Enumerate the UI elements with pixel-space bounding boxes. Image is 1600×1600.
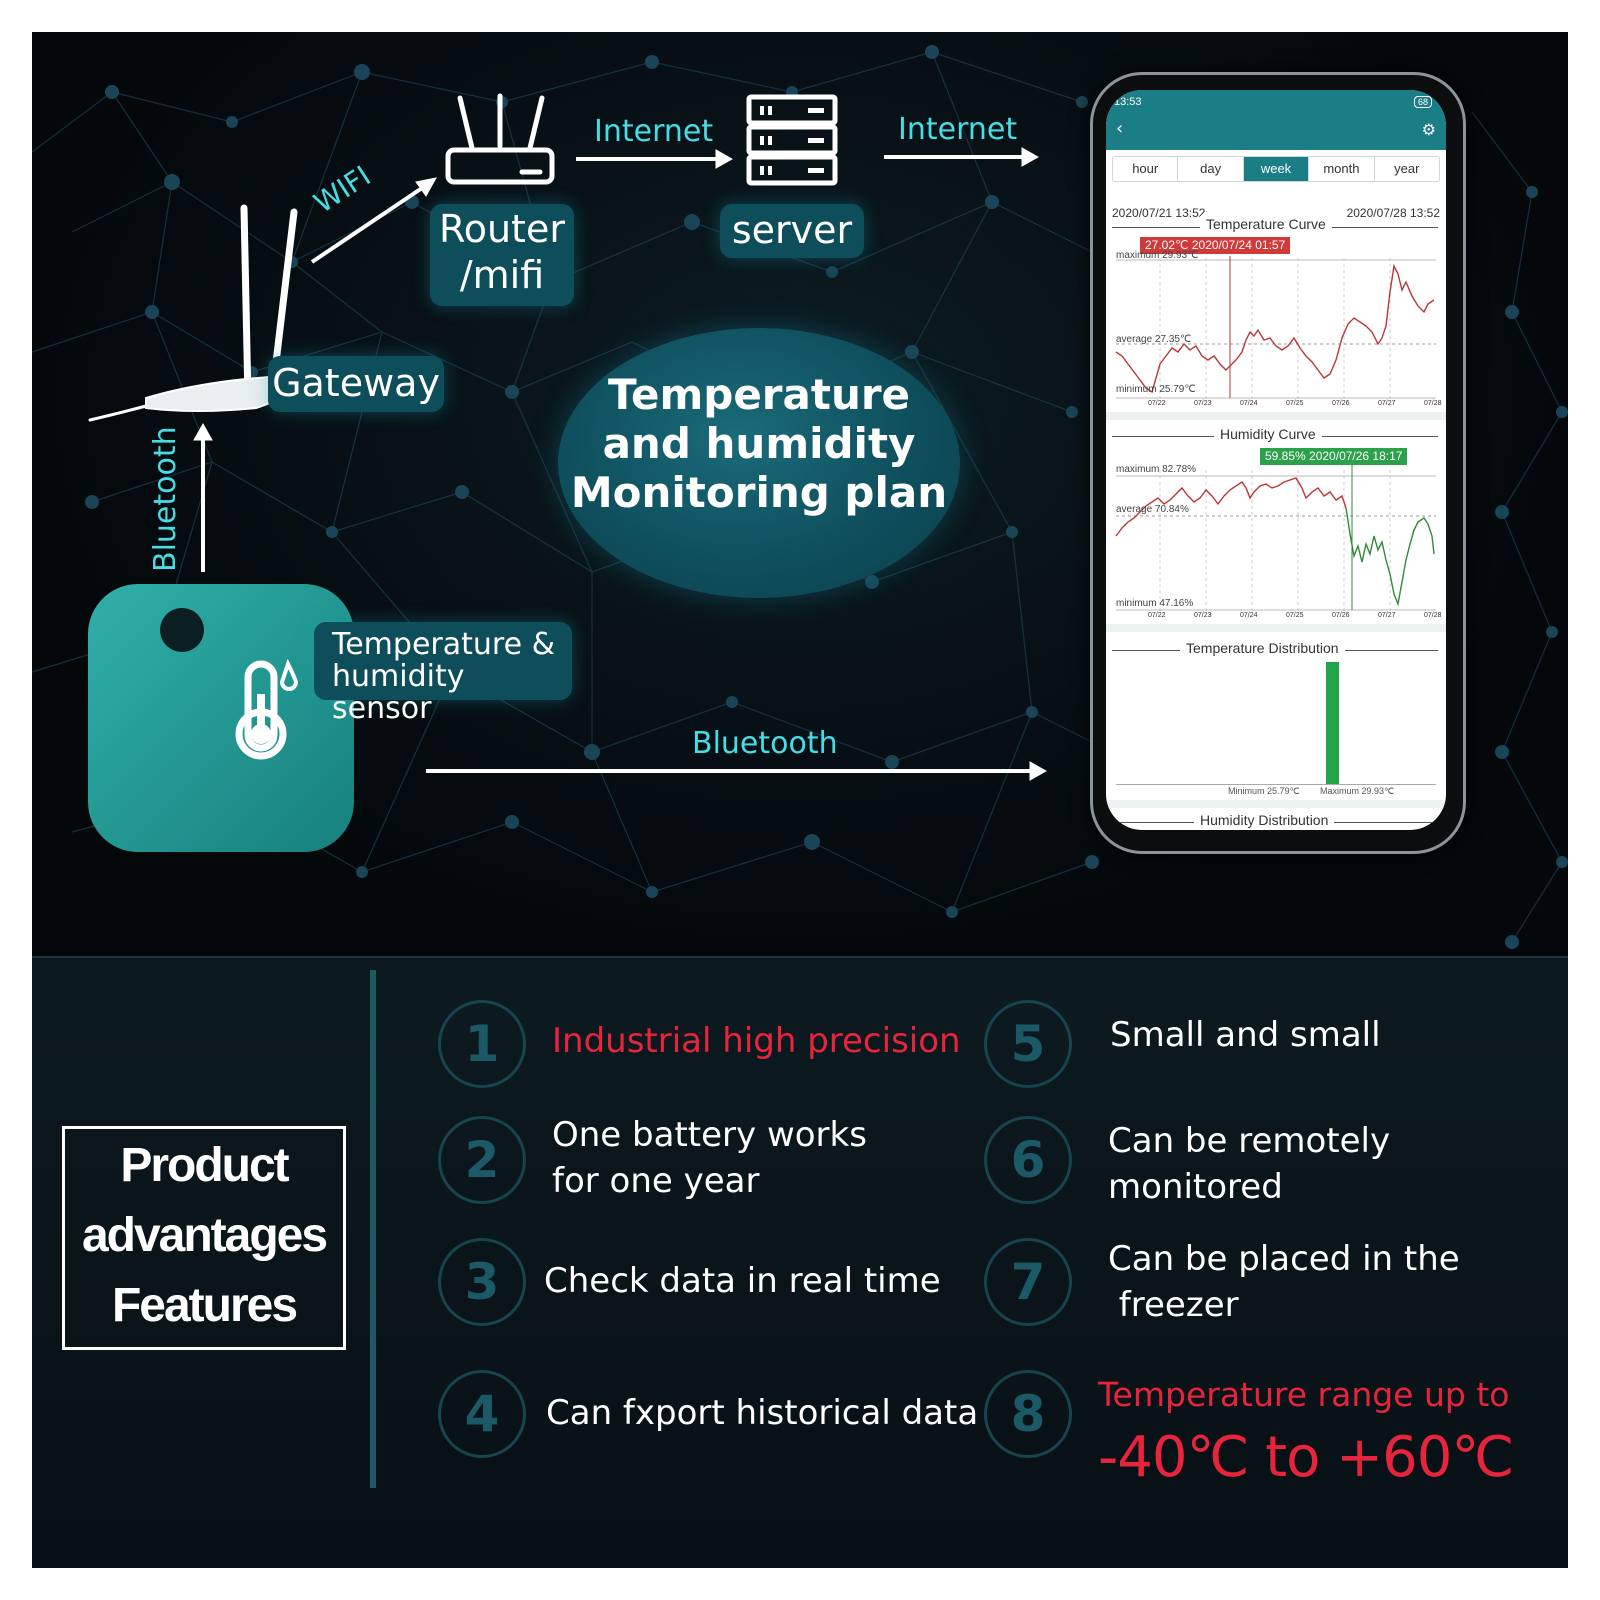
bluetooth-vertical-label: Bluetooth (148, 426, 183, 572)
section-gap (1106, 412, 1446, 420)
time-range-tabs: hour day week month year (1112, 156, 1440, 182)
sensor-device-icon (88, 584, 354, 852)
humidity-avg-label: average 70.84% (1116, 504, 1189, 515)
section-gap (1106, 624, 1446, 632)
temp-avg-label: average 27.35℃ (1116, 334, 1192, 345)
feature-number-1: 1 (438, 1000, 526, 1088)
humidity-curve-title: Humidity Curve (1214, 426, 1322, 442)
feature-text-6: Can be remotely monitored (1108, 1121, 1391, 1207)
status-time: 13:53 (1114, 96, 1142, 108)
temperature-tooltip: 27.02℃ 2020/07/24 01:57 (1140, 237, 1291, 254)
phone-screen: 13:53 68 ‹ ⚙ hour day week month year 20… (1106, 90, 1446, 830)
temp-x-tick: 07/25 (1286, 400, 1304, 407)
temperature-curve-chart (1115, 256, 1436, 400)
temp-x-tick: 07/24 (1240, 400, 1258, 407)
temp-x-tick: 07/22 (1148, 400, 1166, 407)
temp-x-tick: 07/27 (1378, 400, 1396, 407)
tab-hour[interactable]: hour (1113, 157, 1179, 181)
system-diagram: WIFI Internet Internet Bluetooth Bluetoo… (32, 32, 1568, 956)
internet-label-2: Internet (898, 112, 1018, 147)
app-header (1106, 90, 1446, 150)
feature-number-7: 7 (984, 1238, 1072, 1326)
gateway-label: Gateway (268, 356, 444, 412)
humidity-max-label: maximum 82.78% (1116, 464, 1197, 475)
feature-number-2: 2 (438, 1116, 526, 1204)
features-section (32, 956, 1568, 1568)
distribution-max-label: Maximum 29.93℃ (1320, 786, 1395, 796)
humidity-tooltip: 59.85% 2020/07/26 18:17 (1260, 448, 1408, 465)
distribution-bar (1326, 662, 1339, 784)
distribution-baseline (1116, 784, 1436, 785)
settings-gear-icon[interactable]: ⚙ (1421, 120, 1436, 139)
bluetooth-horizontal-label: Bluetooth (692, 726, 838, 761)
feature-text-7: Can be placed in the freezer (1108, 1239, 1460, 1325)
feature-text-3: Check data in real time (544, 1261, 941, 1301)
section-gap (1106, 800, 1446, 808)
feature-number-3: 3 (438, 1238, 526, 1326)
feature-text-8: Temperature range up to (1098, 1375, 1510, 1414)
humidity-curve-chart (1115, 464, 1436, 612)
humidity-distribution-title: Humidity Distribution (1194, 812, 1335, 828)
server-label: server (720, 204, 864, 258)
feature-text-5: Small and small (1110, 1015, 1381, 1055)
humidity-x-tick: 07/25 (1286, 612, 1304, 619)
gateway-icon (88, 204, 298, 422)
sensor-label: Temperature & humidity sensor (314, 622, 572, 725)
tab-month[interactable]: month (1309, 157, 1375, 181)
temp-x-tick: 07/26 (1332, 400, 1350, 407)
features-box-line: advantages (81, 1209, 328, 1262)
router-icon (445, 93, 555, 185)
humidity-x-tick: 07/28 (1424, 612, 1442, 619)
temp-max-label: maximum 29.93℃ (1116, 250, 1199, 261)
humidity-x-tick: 07/26 (1332, 612, 1350, 619)
temperature-range-value: -40℃ to +60℃ (1098, 1425, 1514, 1490)
plan-title: Temperature and humidity Monitoring plan (570, 370, 948, 517)
features-box: Product advantages Features (62, 1126, 346, 1350)
humidity-x-tick: 07/27 (1378, 612, 1396, 619)
tab-week[interactable]: week (1243, 157, 1310, 181)
tab-year[interactable]: year (1394, 161, 1420, 176)
distribution-min-label: Minimum 25.79℃ (1228, 786, 1300, 796)
feature-number-5: 5 (984, 1000, 1072, 1088)
humidity-min-label: minimum 47.16% (1116, 598, 1194, 609)
router-label: Router /mifi (430, 204, 574, 306)
range-end: 2020/07/28 13:52 (1346, 206, 1440, 220)
humidity-x-tick: 07/23 (1194, 612, 1212, 619)
temp-x-tick: 07/28 (1424, 400, 1442, 407)
feature-text-1: Industrial high precision (552, 1021, 961, 1061)
temp-x-tick: 07/23 (1194, 400, 1212, 407)
range-start: 2020/07/21 13:52 (1112, 206, 1206, 220)
temperature-distribution-title: Temperature Distribution (1180, 640, 1345, 656)
humidity-x-tick: 07/22 (1148, 612, 1166, 619)
temp-min-label: minimum 25.79℃ (1116, 384, 1196, 395)
plan-oval (558, 328, 960, 598)
feature-text-2: One battery works for one year (552, 1115, 867, 1201)
feature-number-6: 6 (984, 1116, 1072, 1204)
tab-day[interactable]: day (1178, 157, 1244, 181)
flow-arrows (193, 147, 1048, 781)
internet-label-1: Internet (594, 114, 714, 149)
feature-text-4: Can fxport historical data (546, 1393, 979, 1433)
status-battery: 68 (1413, 96, 1432, 108)
back-icon[interactable]: ‹ (1116, 118, 1124, 139)
feature-number-8: 8 (984, 1370, 1072, 1458)
features-box-line: Features (111, 1279, 298, 1332)
server-icon (746, 94, 838, 186)
humidity-x-tick: 07/24 (1240, 612, 1258, 619)
feature-number-4: 4 (438, 1370, 526, 1458)
temperature-curve-title: Temperature Curve (1200, 216, 1332, 232)
features-box-line: Product (120, 1139, 289, 1192)
infographic: WIFI Internet Internet Bluetooth Bluetoo… (32, 32, 1568, 1568)
divider-line (370, 970, 376, 1488)
